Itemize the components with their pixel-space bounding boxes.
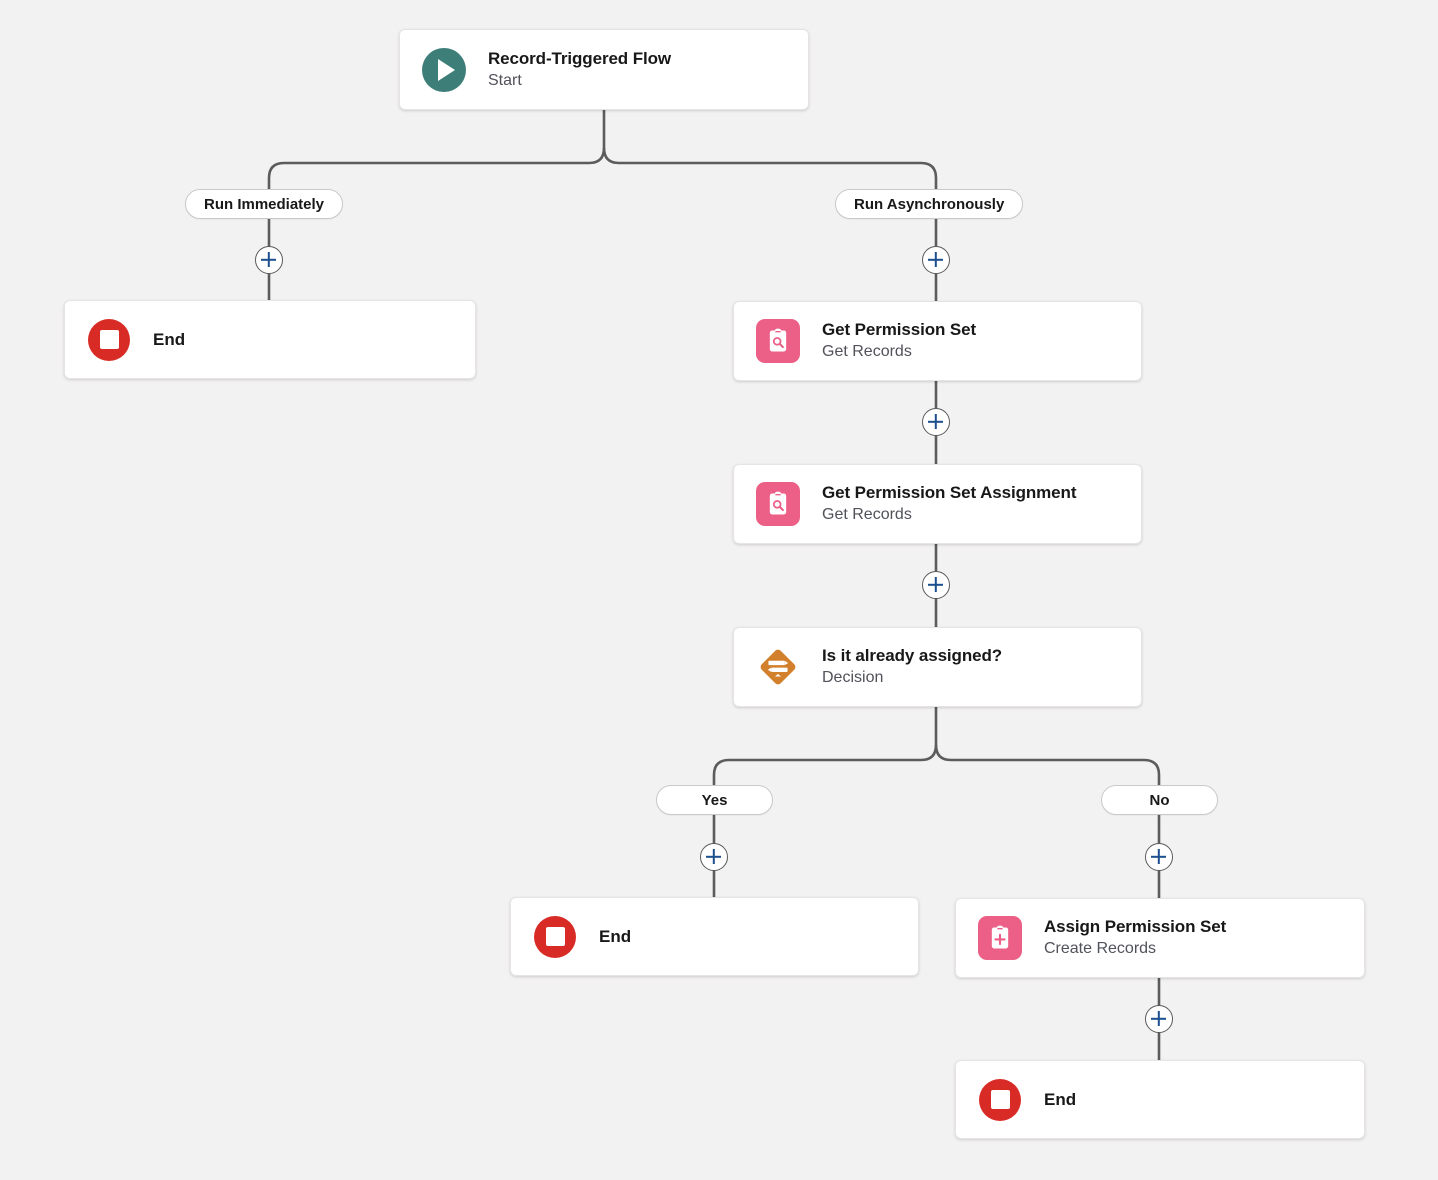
node-text-block: Record-Triggered Flow Start bbox=[488, 48, 671, 91]
end-stop-icon bbox=[534, 915, 576, 958]
flow-node-decision[interactable]: Is it already assigned? Decision bbox=[733, 627, 1142, 707]
connector-decision-to-yes bbox=[712, 744, 938, 786]
node-title: Record-Triggered Flow bbox=[488, 48, 672, 68]
add-element-button-after-assign-permission-set[interactable] bbox=[1145, 1005, 1173, 1033]
node-icon-container bbox=[976, 914, 1024, 962]
get-records-icon bbox=[756, 319, 800, 363]
node-icon-container bbox=[976, 1076, 1024, 1124]
node-title: Get Permission Set bbox=[822, 320, 977, 340]
node-title: Get Permission Set Assignment bbox=[822, 483, 1077, 503]
branch-label-text: Run Immediately bbox=[204, 195, 325, 213]
node-text-block: Get Permission Set Get Records bbox=[822, 319, 976, 362]
node-title: Assign Permission Set bbox=[1044, 917, 1227, 937]
node-title: End bbox=[1044, 1089, 1077, 1109]
add-element-button-run-asynchronously[interactable] bbox=[922, 246, 950, 274]
flow-node-get-permission-set[interactable]: Get Permission Set Get Records bbox=[733, 301, 1142, 381]
node-subtitle: Get Records bbox=[822, 343, 912, 361]
node-icon-container bbox=[754, 317, 802, 365]
node-icon-container bbox=[85, 316, 133, 364]
connector-start-to-run-asynchronously bbox=[602, 147, 938, 190]
branch-label-run-immediately[interactable]: Run Immediately bbox=[185, 189, 344, 219]
node-icon-container bbox=[754, 643, 802, 691]
node-icon-container bbox=[420, 46, 468, 94]
create-records-icon bbox=[978, 916, 1022, 960]
node-subtitle: Create Records bbox=[1044, 940, 1157, 958]
node-subtitle: Decision bbox=[822, 669, 884, 687]
node-title: End bbox=[599, 926, 632, 946]
get-records-icon bbox=[756, 482, 800, 526]
node-text-block: Is it already assigned? Decision bbox=[822, 645, 1002, 688]
flow-node-end-immediate[interactable]: End bbox=[64, 300, 476, 379]
flow-node-end-yes[interactable]: End bbox=[510, 897, 919, 976]
node-subtitle: Get Records bbox=[822, 506, 912, 524]
add-element-button-yes[interactable] bbox=[700, 843, 728, 871]
flow-node-assign-permission-set[interactable]: Assign Permission Set Create Records bbox=[955, 898, 1365, 978]
add-element-button-after-get-permission-set[interactable] bbox=[922, 408, 950, 436]
branch-label-text: Yes bbox=[701, 791, 728, 809]
node-icon-container bbox=[754, 480, 802, 528]
add-element-button-run-immediately[interactable] bbox=[255, 246, 283, 274]
add-element-button-after-get-permission-set-assignment[interactable] bbox=[922, 571, 950, 599]
branch-label-text: Run Asynchronously bbox=[854, 195, 1005, 213]
node-title: End bbox=[153, 329, 186, 349]
end-stop-icon bbox=[88, 318, 130, 361]
node-title: Is it already assigned? bbox=[822, 646, 1003, 666]
branch-label-run-asynchronously[interactable]: Run Asynchronously bbox=[835, 189, 1024, 219]
node-text-block: End bbox=[153, 330, 185, 350]
flow-node-get-permission-set-assignment[interactable]: Get Permission Set Assignment Get Record… bbox=[733, 464, 1142, 544]
node-text-block: Assign Permission Set Create Records bbox=[1044, 916, 1226, 959]
connector-start-to-run-immediately bbox=[267, 147, 606, 190]
connector-decision-to-no bbox=[934, 744, 1161, 786]
node-text-block: Get Permission Set Assignment Get Record… bbox=[822, 482, 1076, 525]
node-icon-container bbox=[531, 913, 579, 961]
branch-label-text: No bbox=[1149, 791, 1170, 809]
add-element-button-no[interactable] bbox=[1145, 843, 1173, 871]
decision-diamond-icon bbox=[755, 644, 801, 690]
branch-label-no[interactable]: No bbox=[1101, 785, 1218, 815]
end-stop-icon bbox=[979, 1078, 1021, 1121]
flow-node-end-no[interactable]: End bbox=[955, 1060, 1365, 1139]
flow-node-start[interactable]: Record-Triggered Flow Start bbox=[399, 29, 809, 110]
play-circle-icon bbox=[422, 47, 466, 92]
branch-label-yes[interactable]: Yes bbox=[656, 785, 773, 815]
node-subtitle: Start bbox=[488, 71, 522, 89]
node-text-block: End bbox=[1044, 1090, 1076, 1110]
node-text-block: End bbox=[599, 927, 631, 947]
